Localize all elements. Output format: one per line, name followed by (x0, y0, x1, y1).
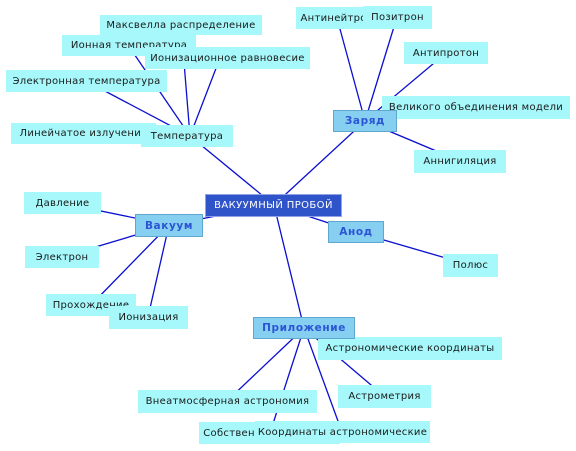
branch-vacuum[interactable]: Вакуум (135, 214, 203, 237)
leaf-ionization[interactable]: Ионизация (109, 306, 188, 329)
connector-application-extra-atm (226, 327, 305, 402)
branch-charge[interactable]: Заряд (333, 110, 397, 132)
leaf-line-emission[interactable]: Линейчатое излучение (11, 123, 156, 144)
leaf-antineutron[interactable]: Антинейтрон (296, 7, 378, 29)
connector-application-astrometry (303, 327, 385, 397)
leaf-pole[interactable]: Полюс (443, 254, 498, 277)
branch-temperature[interactable]: Температура (141, 125, 233, 147)
central-topic[interactable]: ВАКУУМНЫЙ ПРОБОЙ (205, 194, 342, 217)
leaf-extra-atmospheric-astronomy[interactable]: Внеатмосферная астрономия (138, 390, 317, 413)
connector-center-charge (273, 120, 366, 206)
branch-application[interactable]: Приложение (253, 317, 355, 339)
leaf-grand-unification-models[interactable]: Великого объединения модели (382, 96, 570, 119)
connector-center-application (273, 204, 305, 329)
leaf-electron[interactable]: Электрон (25, 246, 99, 268)
leaf-annihilation[interactable]: Аннигиляция (414, 150, 506, 173)
leaf-pressure[interactable]: Давление (24, 192, 101, 214)
leaf-astronomical-coordinates[interactable]: Астрономические координаты (318, 337, 502, 360)
leaf-astrometry[interactable]: Астрометрия (338, 385, 431, 408)
branch-anode[interactable]: Анод (328, 221, 384, 243)
connector-application-coordinates-2 (303, 327, 343, 433)
leaf-electron-temperature[interactable]: Электронная температура (6, 70, 167, 92)
connector-vacuum-ionization (147, 224, 170, 318)
leaf-maxwell-distribution[interactable]: Максвелла распределение (100, 15, 262, 35)
connector-charge-antineutron (336, 17, 366, 122)
connector-temperature-ionization-eq (189, 57, 221, 137)
connector-vacuum-passage (90, 224, 170, 306)
connector-charge-antiproton (364, 52, 447, 122)
leaf-positron[interactable]: Позитрон (363, 6, 432, 29)
leaf-ionization-equilibrium[interactable]: Ионизационное равновесие (145, 47, 310, 69)
connector-center-temperature (189, 135, 275, 206)
connector-application-proper-motions (269, 327, 305, 434)
connector-charge-positron (364, 16, 398, 122)
leaf-antiproton[interactable]: Антипротон (404, 42, 488, 64)
leaf-astronomical-coordinates-2[interactable]: Координаты астрономические (255, 421, 430, 443)
